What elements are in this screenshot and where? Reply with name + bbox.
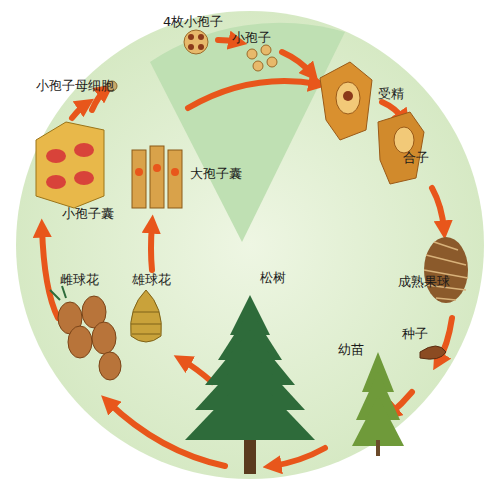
stage-label: 大孢子囊 — [190, 166, 242, 182]
stage-label: 松树 — [260, 270, 286, 286]
stage-label: 小孢子母细胞 — [36, 78, 114, 94]
stage-label: 受精 — [378, 86, 404, 102]
stage-label: 成熟果球 — [398, 274, 450, 290]
stage-label: 4枚小孢子 — [163, 14, 223, 30]
stage-label: 小孢子囊 — [62, 206, 114, 222]
stage-label: 雌球花 — [60, 272, 99, 288]
stage-label: 种子 — [402, 326, 428, 342]
stage-label: 雄球花 — [132, 272, 171, 288]
stage-label: 小孢子 — [232, 30, 271, 46]
stage-label: 幼苗 — [338, 342, 364, 358]
stage-label: 合子 — [403, 150, 429, 166]
